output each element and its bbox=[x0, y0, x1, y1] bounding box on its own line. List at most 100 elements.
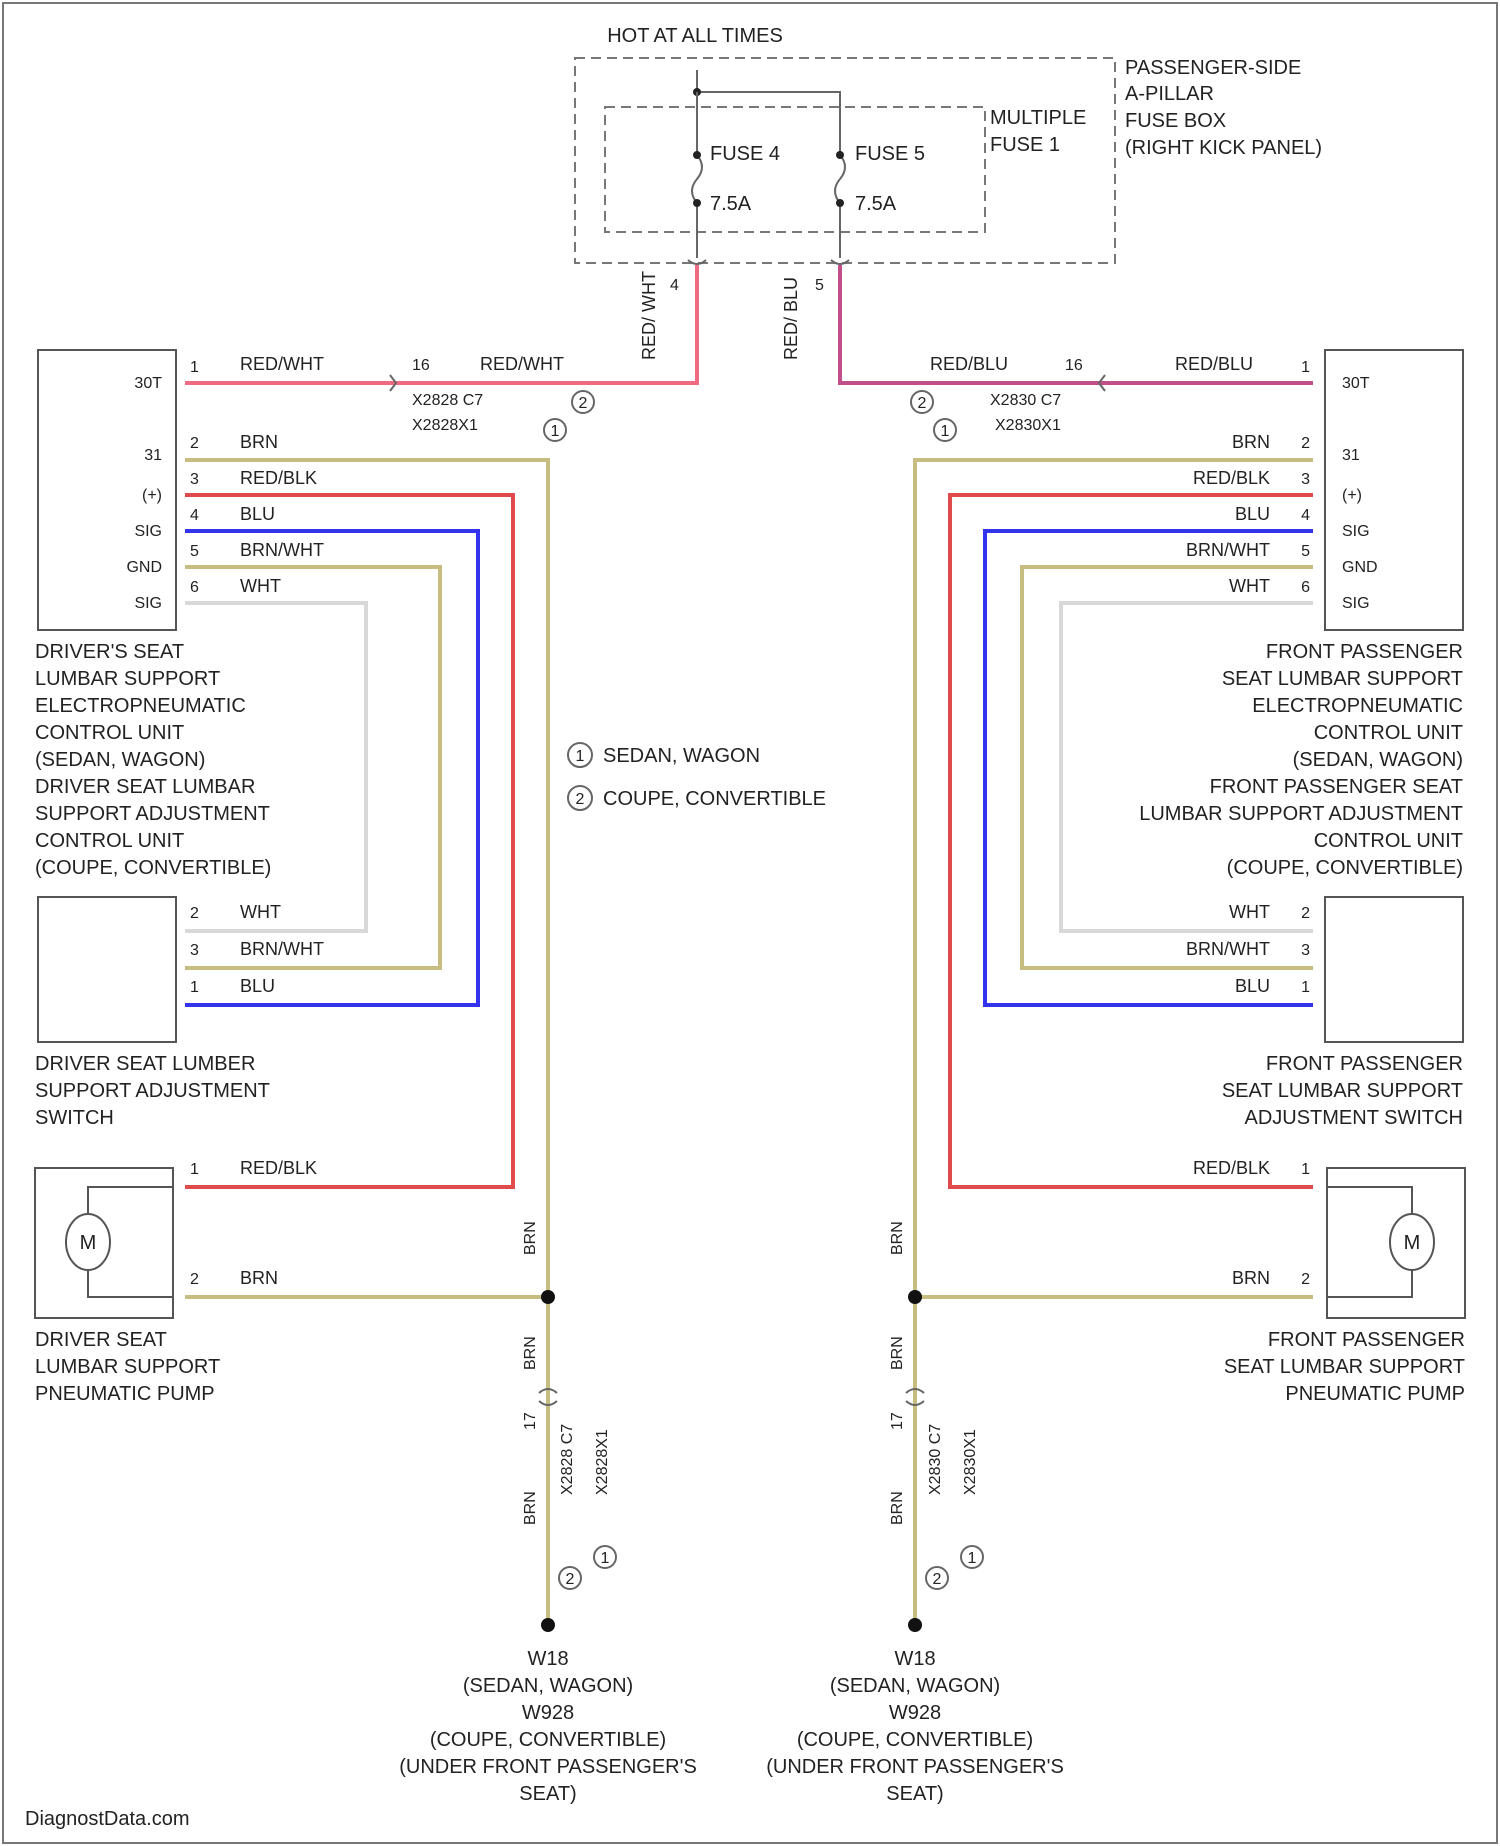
svg-text:6: 6 bbox=[1301, 579, 1310, 596]
svg-text:RED/BLK: RED/BLK bbox=[1193, 1158, 1270, 1178]
svg-text:2: 2 bbox=[579, 395, 588, 412]
svg-text:2: 2 bbox=[1301, 1271, 1310, 1288]
svg-text:31: 31 bbox=[1342, 447, 1360, 464]
left-unit-pins: 1 2 3 4 5 6 bbox=[190, 359, 199, 596]
svg-text:3: 3 bbox=[190, 942, 199, 959]
svg-text:(RIGHT KICK PANEL): (RIGHT KICK PANEL) bbox=[1125, 137, 1322, 159]
svg-text:COUPE, CONVERTIBLE: COUPE, CONVERTIBLE bbox=[603, 788, 826, 810]
ground-right-label: W18 (SEDAN, WAGON) W928 (COUPE, CONVERTI… bbox=[766, 1648, 1064, 1805]
svg-text:BRN: BRN bbox=[240, 432, 278, 452]
motor-icon: M bbox=[1390, 1214, 1434, 1270]
svg-text:FUSE BOX: FUSE BOX bbox=[1125, 110, 1226, 132]
right-control-unit: 30T 31 (+) SIG GND SIG 1 2 3 4 5 6 BRN R… bbox=[1139, 350, 1463, 879]
svg-text:SIG: SIG bbox=[1342, 523, 1370, 540]
svg-text:BLU: BLU bbox=[1235, 976, 1270, 996]
svg-text:30T: 30T bbox=[1342, 375, 1370, 392]
svg-text:RED/ WHT: RED/ WHT bbox=[639, 271, 659, 360]
multiple-fuse-label: MULTIPLE FUSE 1 bbox=[990, 107, 1086, 156]
svg-text:SEAT): SEAT) bbox=[886, 1783, 943, 1805]
svg-text:X2828 C7: X2828 C7 bbox=[412, 392, 483, 409]
svg-text:(SEDAN, WAGON): (SEDAN, WAGON) bbox=[35, 749, 205, 771]
svg-text:2: 2 bbox=[1301, 435, 1310, 452]
svg-text:SEAT LUMBAR SUPPORT: SEAT LUMBAR SUPPORT bbox=[1224, 1356, 1465, 1378]
svg-text:X2830 C7: X2830 C7 bbox=[990, 392, 1061, 409]
svg-text:(UNDER FRONT PASSENGER'S: (UNDER FRONT PASSENGER'S bbox=[399, 1756, 697, 1778]
svg-text:16: 16 bbox=[1065, 357, 1083, 374]
svg-text:WHT: WHT bbox=[240, 902, 281, 922]
left-control-unit: 30T 31 (+) SIG GND SIG 1 2 3 4 5 6 BRN R… bbox=[35, 350, 324, 879]
svg-text:1: 1 bbox=[190, 359, 199, 376]
ground-right-connector: 17 X2830 C7 X2830X1 1 2 bbox=[889, 1389, 983, 1589]
svg-text:2: 2 bbox=[566, 1571, 575, 1588]
svg-text:LUMBAR SUPPORT: LUMBAR SUPPORT bbox=[35, 1356, 220, 1378]
svg-text:SWITCH: SWITCH bbox=[35, 1107, 114, 1129]
svg-text:X2828 C7: X2828 C7 bbox=[559, 1424, 576, 1495]
svg-text:X2830X1: X2830X1 bbox=[995, 417, 1061, 434]
legend: 1 SEDAN, WAGON 2 COUPE, CONVERTIBLE bbox=[568, 743, 826, 810]
svg-text:2: 2 bbox=[933, 1571, 942, 1588]
svg-text:FRONT PASSENGER: FRONT PASSENGER bbox=[1266, 641, 1463, 663]
svg-text:4: 4 bbox=[190, 507, 199, 524]
right-unit-label: FRONT PASSENGER SEAT LUMBAR SUPPORT ELEC… bbox=[1139, 641, 1463, 879]
left-pump: M 1 2 RED/BLK BRN DRIVER SEAT LUMBAR SUP… bbox=[35, 1158, 317, 1405]
svg-text:(SEDAN, WAGON): (SEDAN, WAGON) bbox=[463, 1675, 633, 1697]
svg-text:2: 2 bbox=[576, 791, 585, 808]
svg-text:BRN: BRN bbox=[889, 1221, 906, 1255]
svg-text:31: 31 bbox=[144, 447, 162, 464]
svg-text:M: M bbox=[1404, 1232, 1421, 1254]
svg-text:FRONT PASSENGER SEAT: FRONT PASSENGER SEAT bbox=[1210, 776, 1463, 798]
svg-text:3: 3 bbox=[1301, 942, 1310, 959]
svg-text:1: 1 bbox=[190, 979, 199, 996]
svg-text:X2830X1: X2830X1 bbox=[962, 1429, 979, 1495]
svg-text:SEAT LUMBAR SUPPORT: SEAT LUMBAR SUPPORT bbox=[1222, 1080, 1463, 1102]
svg-text:(+): (+) bbox=[142, 487, 162, 504]
right-pump: M 1 2 RED/BLK BRN FRONT PASSENGER SEAT L… bbox=[1193, 1158, 1465, 1405]
svg-text:DRIVER SEAT LUMBAR: DRIVER SEAT LUMBAR bbox=[35, 776, 255, 798]
svg-text:BLU: BLU bbox=[1235, 504, 1270, 524]
svg-text:A-PILLAR: A-PILLAR bbox=[1125, 83, 1214, 105]
svg-text:LUMBAR SUPPORT: LUMBAR SUPPORT bbox=[35, 668, 220, 690]
svg-text:BRN: BRN bbox=[1232, 1268, 1270, 1288]
svg-text:RED/BLK: RED/BLK bbox=[1193, 468, 1270, 488]
svg-text:W18: W18 bbox=[527, 1648, 568, 1670]
svg-text:PNEUMATIC PUMP: PNEUMATIC PUMP bbox=[35, 1383, 215, 1405]
svg-text:CONTROL UNIT: CONTROL UNIT bbox=[1314, 830, 1463, 852]
svg-text:BRN: BRN bbox=[1232, 432, 1270, 452]
svg-text:2: 2 bbox=[190, 1271, 199, 1288]
svg-text:BRN: BRN bbox=[889, 1336, 906, 1370]
svg-text:RED/WHT: RED/WHT bbox=[480, 354, 564, 374]
svg-text:1: 1 bbox=[1301, 979, 1310, 996]
fuse-box-label: PASSENGER-SIDE A-PILLAR FUSE BOX (RIGHT … bbox=[1125, 57, 1322, 159]
svg-text:4: 4 bbox=[670, 277, 679, 294]
ground-left-label: W18 (SEDAN, WAGON) W928 (COUPE, CONVERTI… bbox=[399, 1648, 697, 1805]
fuse-box: HOT AT ALL TIMES PASSENGER-SIDE A-PILLAR… bbox=[575, 25, 1322, 294]
svg-text:2: 2 bbox=[1301, 905, 1310, 922]
svg-text:BRN: BRN bbox=[240, 1268, 278, 1288]
svg-text:FUSE 1: FUSE 1 bbox=[990, 134, 1060, 156]
svg-text:16: 16 bbox=[412, 357, 430, 374]
right-unit-wire-labels: BRN RED/BLK BLU BRN/WHT WHT bbox=[1186, 432, 1270, 596]
svg-text:17: 17 bbox=[522, 1412, 539, 1430]
hot-at-all-times-label: HOT AT ALL TIMES bbox=[607, 25, 783, 47]
svg-text:1: 1 bbox=[968, 1550, 977, 1567]
svg-text:3: 3 bbox=[1301, 471, 1310, 488]
wire-wht-left bbox=[185, 603, 366, 931]
watermark: DiagnostData.com bbox=[25, 1808, 190, 1830]
svg-text:7.5A: 7.5A bbox=[855, 193, 897, 215]
right-pump-label: FRONT PASSENGER SEAT LUMBAR SUPPORT PNEU… bbox=[1224, 1329, 1465, 1405]
svg-text:(+): (+) bbox=[1342, 487, 1362, 504]
svg-text:W928: W928 bbox=[889, 1702, 941, 1724]
svg-text:SEDAN, WAGON: SEDAN, WAGON bbox=[603, 745, 760, 767]
left-switch-label: DRIVER SEAT LUMBER SUPPORT ADJUSTMENT SW… bbox=[35, 1053, 270, 1129]
svg-text:BRN: BRN bbox=[889, 1491, 906, 1525]
left-pump-label: DRIVER SEAT LUMBAR SUPPORT PNEUMATIC PUM… bbox=[35, 1329, 220, 1405]
svg-text:4: 4 bbox=[1301, 507, 1310, 524]
svg-text:30T: 30T bbox=[134, 375, 162, 392]
svg-text:W928: W928 bbox=[522, 1702, 574, 1724]
svg-text:5: 5 bbox=[1301, 543, 1310, 560]
brn-vertical-labels: BRN BRN BRN BRN BRN BRN bbox=[522, 1221, 906, 1525]
svg-text:BRN/WHT: BRN/WHT bbox=[240, 540, 324, 560]
svg-text:1: 1 bbox=[1301, 1161, 1310, 1178]
svg-text:(SEDAN, WAGON): (SEDAN, WAGON) bbox=[830, 1675, 1000, 1697]
svg-text:ADJUSTMENT SWITCH: ADJUSTMENT SWITCH bbox=[1244, 1107, 1463, 1129]
